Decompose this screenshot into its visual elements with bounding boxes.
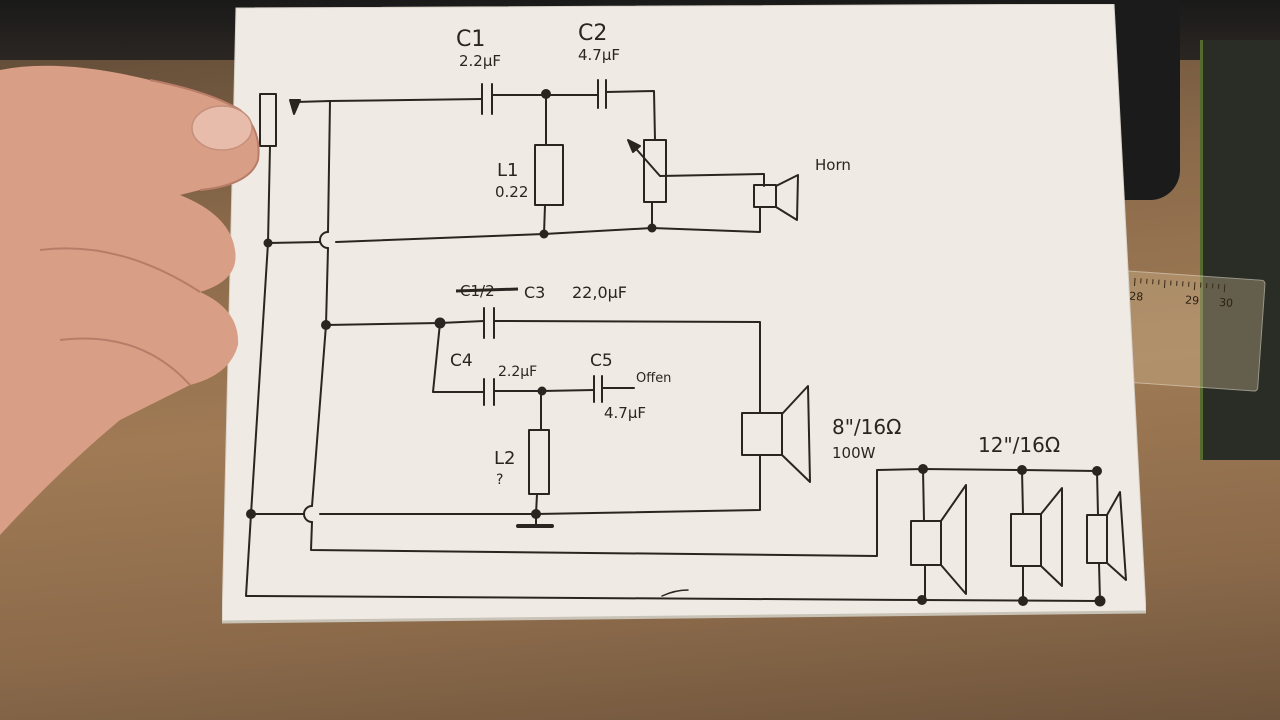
label-c4-value: 2.2µF (498, 364, 537, 380)
capacitor-c4 (483, 378, 495, 406)
pen-mark (661, 589, 689, 597)
label-c1-name: C1 (456, 27, 485, 52)
label-c3-struck: C1/2 (455, 282, 519, 300)
label-l1-name: L1 (497, 160, 518, 181)
wire-mid-return (250, 455, 761, 515)
label-horn: Horn (815, 156, 851, 174)
junction-dots (246, 89, 1106, 607)
ruler-label-30: 30 (1218, 295, 1234, 310)
label-c3-name: C3 (524, 283, 545, 302)
wire-crossover-hop-1 (319, 231, 329, 249)
label-c5-name: C5 (590, 351, 613, 371)
label-l2-value: ? (496, 472, 503, 488)
inductor-l2 (528, 390, 550, 515)
inductor-l1 (534, 93, 564, 235)
horn-tweeter-symbol (753, 174, 799, 221)
wire-left-rail (245, 145, 1101, 602)
speaker-12inch-1-symbol (910, 468, 967, 601)
capacitor-c5 (593, 375, 603, 403)
label-c5-value: 4.7µF (604, 404, 646, 422)
hand-holding-paper (0, 65, 260, 535)
label-c5-note: Offen (636, 371, 671, 386)
label-8inch-size: 8"/16Ω (832, 415, 901, 439)
input-terminal (259, 93, 301, 147)
background-cutting-mat (1200, 40, 1280, 460)
sheet-shape (222, 4, 1146, 624)
label-l1-value: 0.22 (495, 183, 528, 201)
speaker-12inch-3-symbol (1086, 470, 1127, 602)
label-c2-value: 4.7µF (578, 46, 620, 64)
label-c2-name: C2 (578, 21, 607, 46)
label-12inch-size: 12"/16Ω (978, 433, 1060, 457)
label-c3-value: 22,0µF (572, 283, 627, 302)
capacitor-c3 (483, 307, 495, 339)
label-l2-name: L2 (494, 448, 515, 469)
label-c4-name: C4 (450, 351, 473, 371)
label-8inch-power: 100W (832, 444, 876, 462)
speaker-8inch-symbol (741, 385, 811, 483)
potentiometer (627, 139, 765, 229)
capacitor-c1 (481, 83, 493, 115)
label-c1-value: 2.2µF (459, 52, 501, 70)
speaker-12inch-2-symbol (1010, 469, 1063, 601)
ruler-label-29: 29 (1184, 293, 1200, 308)
paper-sheet: C1 2.2µF C2 4.7µF L1 0.22 Horn C1/2 C3 2… (222, 4, 1146, 624)
capacitor-c2 (597, 79, 607, 109)
